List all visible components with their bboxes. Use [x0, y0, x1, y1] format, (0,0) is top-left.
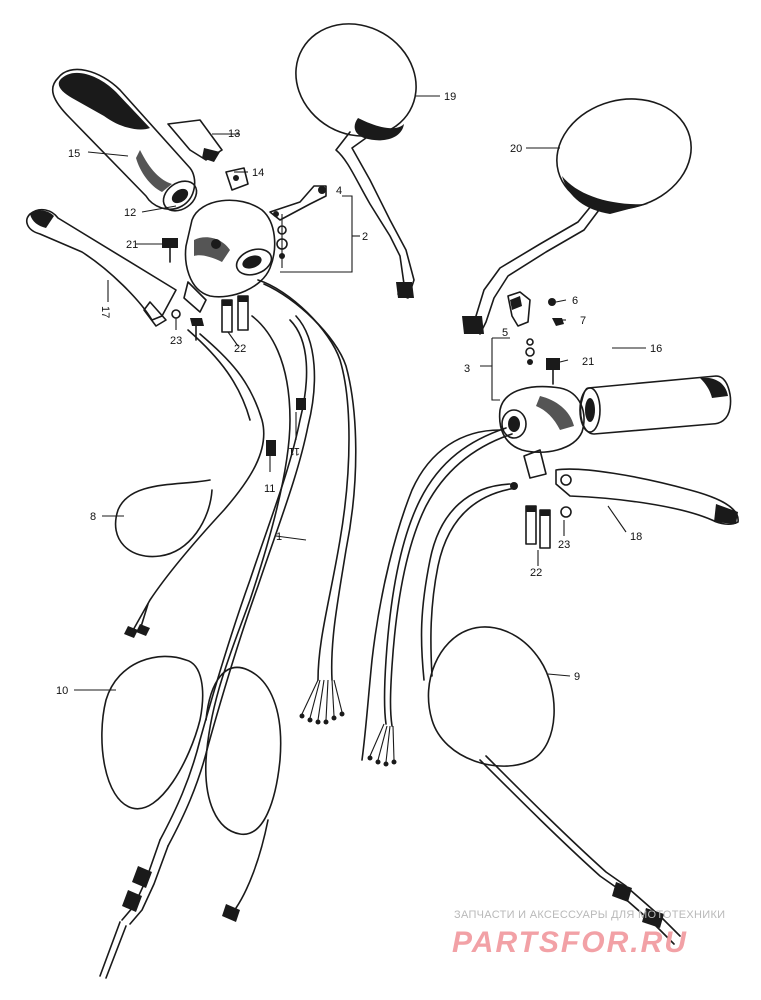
- label-23-left: 23: [170, 335, 182, 347]
- right-leaders: [526, 147, 646, 677]
- right-grip: [579, 375, 732, 435]
- left-leaders: [74, 95, 440, 691]
- label-8: 8: [90, 511, 96, 523]
- left-switch-housing: [183, 199, 276, 313]
- watermark: ЗАПЧАСТИ И АКСЕССУАРЫ ДЛЯ МОТОТЕХНИКИ PA…: [452, 909, 725, 959]
- label-2: 2: [362, 231, 368, 243]
- label-7: 7: [580, 315, 586, 327]
- label-1: 1: [276, 531, 282, 543]
- label-3: 3: [464, 363, 470, 375]
- label-21-left: 21: [126, 239, 138, 251]
- left-grip: [51, 68, 198, 212]
- label-11-lower: 11: [264, 483, 275, 495]
- left-lever: [26, 208, 177, 327]
- label-16: 16: [650, 343, 662, 355]
- part-13-strip: [167, 119, 223, 162]
- label-10: 10: [56, 685, 68, 697]
- label-15: 15: [68, 148, 80, 160]
- label-21-right: 21: [582, 356, 594, 368]
- label-12: 12: [124, 207, 136, 219]
- right-switch-parts: [507, 291, 564, 385]
- right-lever: [555, 468, 739, 525]
- left-bolts-22: [221, 295, 249, 333]
- right-switch-housing: [498, 385, 585, 479]
- part-numbers: 15 13 14 12 21 17 23 22 4 2 19 11 11 8 1…: [56, 91, 662, 697]
- label-9: 9: [574, 671, 580, 683]
- label-22-right: 22: [530, 567, 542, 579]
- label-23-right: 23: [558, 539, 570, 551]
- right-bolts-22: [525, 505, 572, 549]
- watermark-brand: PARTSFOR.RU: [452, 926, 688, 959]
- label-20: 20: [510, 143, 522, 155]
- label-13: 13: [228, 128, 240, 140]
- label-19: 19: [444, 91, 456, 103]
- label-14: 14: [252, 167, 264, 179]
- label-5: 5: [502, 327, 508, 339]
- label-11-upper: 11: [289, 445, 300, 457]
- left-switch-parts-4: [269, 185, 327, 268]
- label-22-left: 22: [234, 343, 246, 355]
- part-14-clip: [225, 167, 249, 191]
- right-mirror: [462, 98, 692, 335]
- label-17: 17: [99, 306, 111, 318]
- label-4: 4: [336, 185, 342, 197]
- left-mirror: [295, 23, 417, 299]
- label-6: 6: [572, 295, 578, 307]
- left-cables: [99, 279, 357, 979]
- right-cables: [361, 427, 681, 945]
- watermark-tagline: ЗАПЧАСТИ И АКСЕССУАРЫ ДЛЯ МОТОТЕХНИКИ: [454, 909, 725, 921]
- label-18: 18: [630, 531, 642, 543]
